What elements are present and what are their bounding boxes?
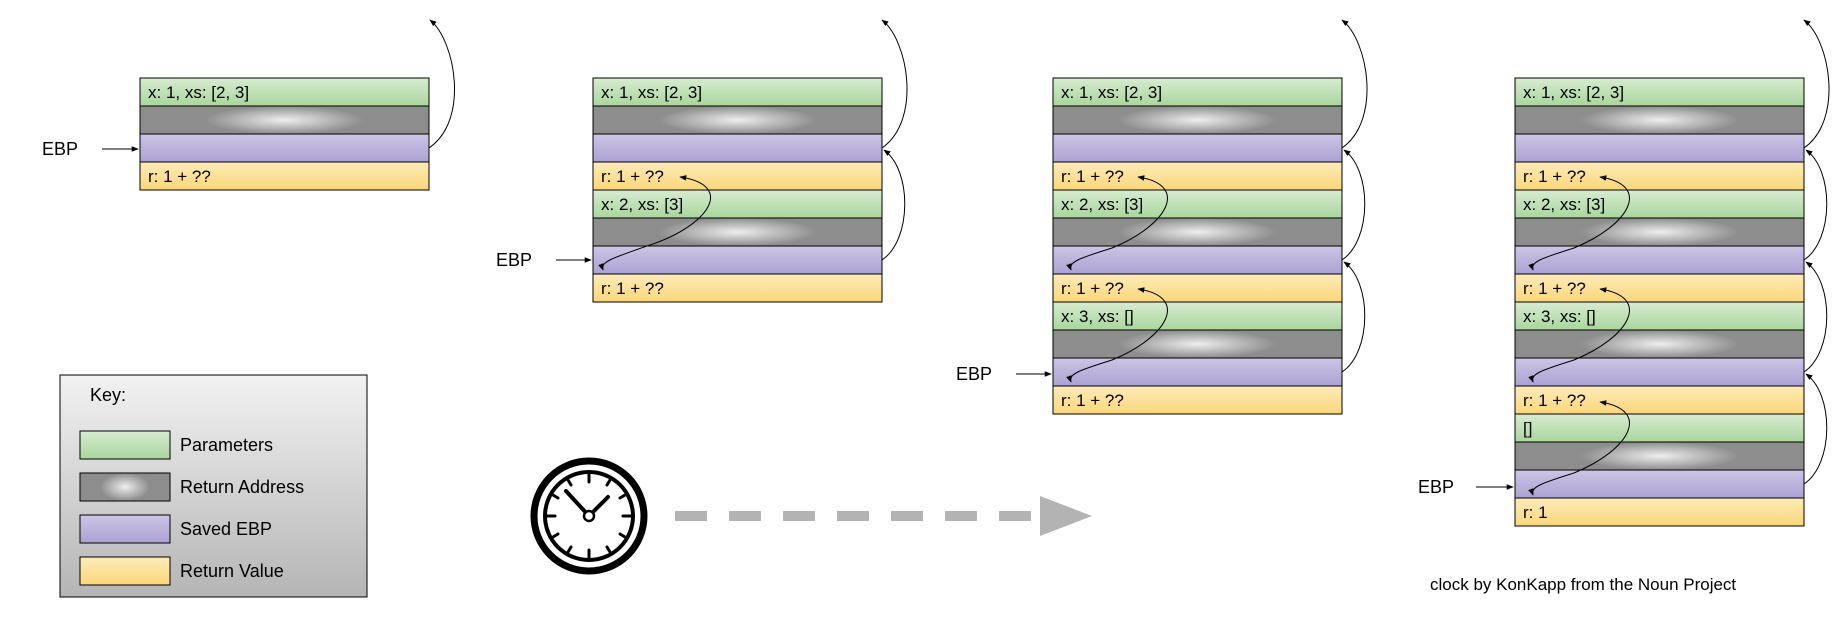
return-value-text: r: 1 + ?? [601, 167, 664, 186]
param-text: x: 2, xs: [3] [601, 195, 683, 214]
saved-ebp-cell [1514, 469, 1805, 499]
return-address-cell [1514, 329, 1805, 359]
return-value-text: r: 1 + ?? [1061, 279, 1124, 298]
stack-3: x: 1, xs: [2, 3] r: 1 + ?? x: 2, xs: [3]… [956, 19, 1368, 415]
saved-ebp-cell [1514, 133, 1805, 163]
saved-ebp-link-arrow [1803, 373, 1828, 485]
saved-ebp-link-arrow [1341, 261, 1366, 373]
dashed-arrow-icon [675, 496, 1092, 536]
param-text: x: 1, xs: [2, 3] [1523, 83, 1624, 102]
saved-ebp-cell [1052, 245, 1343, 275]
return-address-cell [139, 105, 430, 135]
saved-ebp-cell [1514, 357, 1805, 387]
ebp-label: EBP [956, 364, 992, 384]
param-text: x: 2, xs: [3] [1523, 195, 1605, 214]
saved-ebp-link-arrow [1803, 261, 1828, 373]
return-address-cell [1514, 105, 1805, 135]
legend-label: Return Address [180, 477, 304, 497]
ebp-label: EBP [496, 250, 532, 270]
return-value-link-arrow [1066, 175, 1168, 271]
return-value-cell [1514, 497, 1805, 527]
return-value-text: r: 1 [1523, 503, 1548, 522]
param-text: x: 3, xs: [] [1061, 307, 1134, 326]
saved-ebp-link-arrow [881, 19, 908, 149]
legend-swatch-return-value [79, 556, 171, 586]
return-value-text: r: 1 + ?? [148, 167, 211, 186]
return-value-cell [592, 273, 883, 303]
legend: Key: Parameters Return Address Saved EBP… [59, 374, 368, 598]
saved-ebp-link-arrow [1341, 19, 1368, 149]
return-value-link-arrow [598, 175, 712, 271]
stack-2: x: 1, xs: [2, 3] r: 1 + ?? x: 2, xs: [3]… [496, 19, 908, 303]
param-text: x: 1, xs: [2, 3] [601, 83, 702, 102]
saved-ebp-link-arrow [881, 149, 906, 261]
return-value-link-arrow [1066, 287, 1168, 383]
param-text: [] [1523, 419, 1532, 438]
return-value-text: r: 1 + ?? [601, 279, 664, 298]
legend-label: Parameters [180, 435, 273, 455]
param-cell [1052, 77, 1343, 107]
saved-ebp-cell [592, 133, 883, 163]
return-value-cell [1052, 385, 1343, 415]
attribution-credit: clock by KonKapp from the Noun Project [1430, 575, 1736, 594]
ebp-label: EBP [1418, 477, 1454, 497]
return-value-cell [139, 161, 430, 191]
saved-ebp-cell [1052, 357, 1343, 387]
return-address-cell [1052, 329, 1343, 359]
param-cell [139, 77, 430, 107]
saved-ebp-cell [1052, 133, 1343, 163]
return-address-cell [1514, 441, 1805, 471]
ebp-label: EBP [42, 139, 78, 159]
saved-ebp-link-arrow [1341, 149, 1366, 261]
legend-swatch-return-address [79, 472, 171, 502]
saved-ebp-link-arrow [1803, 149, 1828, 261]
param-text: x: 2, xs: [3] [1061, 195, 1143, 214]
return-value-link-arrow [1528, 400, 1630, 496]
return-address-cell [592, 105, 883, 135]
param-text: x: 3, xs: [] [1523, 307, 1596, 326]
saved-ebp-cell [1514, 245, 1805, 275]
param-text: x: 1, xs: [2, 3] [1061, 83, 1162, 102]
legend-label: Return Value [180, 561, 284, 581]
legend-label: Saved EBP [180, 519, 272, 539]
return-value-text: r: 1 + ?? [1523, 167, 1586, 186]
legend-swatch-saved-ebp [79, 514, 171, 544]
saved-ebp-link-arrow [1803, 19, 1830, 149]
saved-ebp-link-arrow [428, 19, 456, 149]
return-address-cell [1052, 217, 1343, 247]
clock-icon [530, 457, 648, 575]
legend-title: Key: [90, 385, 126, 405]
return-address-cell [592, 217, 883, 247]
stack-1: x: 1, xs: [2, 3] r: 1 + ?? EBP [42, 19, 456, 191]
param-text: x: 1, xs: [2, 3] [148, 83, 249, 102]
return-address-cell [1052, 105, 1343, 135]
return-value-link-arrow [1528, 287, 1630, 383]
saved-ebp-cell [139, 133, 430, 163]
return-value-text: r: 1 + ?? [1061, 167, 1124, 186]
param-cell [1514, 413, 1805, 443]
return-address-cell [1514, 217, 1805, 247]
param-cell [1514, 77, 1805, 107]
return-value-text: r: 1 + ?? [1523, 391, 1586, 410]
return-value-text: r: 1 + ?? [1061, 391, 1124, 410]
return-value-link-arrow [1528, 175, 1630, 271]
legend-swatch-parameters [79, 430, 171, 460]
return-value-text: r: 1 + ?? [1523, 279, 1586, 298]
stack-4: x: 1, xs: [2, 3] r: 1 + ?? x: 2, xs: [3]… [1418, 19, 1830, 527]
